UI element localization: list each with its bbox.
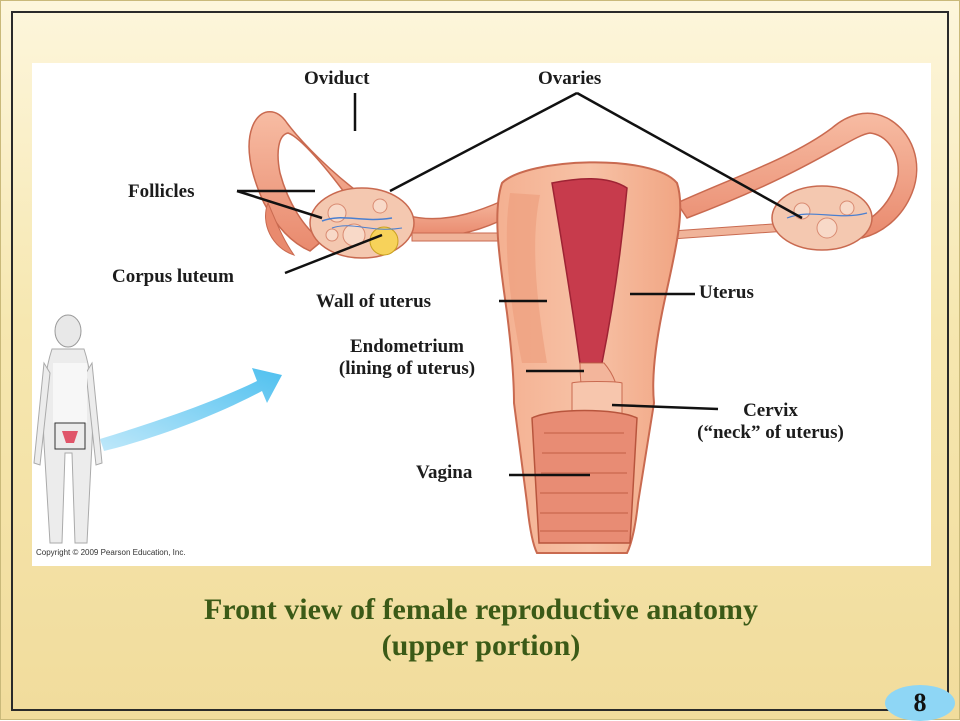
- caption-line2: (upper portion): [381, 629, 581, 662]
- label-endometrium-line2: (lining of uterus): [338, 358, 476, 379]
- right-oviduct: [675, 112, 918, 239]
- label-oviduct: Oviduct: [304, 68, 370, 89]
- slide-frame: [11, 11, 949, 711]
- label-vagina: Vagina: [416, 462, 473, 483]
- caption-line1: Front view of female reproductive anatom…: [203, 593, 759, 626]
- label-endometrium-line1: Endometrium: [350, 336, 464, 357]
- copyright-notice: Copyright © 2009 Pearson Education, Inc.: [36, 548, 186, 557]
- label-cervix-line1: Cervix: [743, 400, 798, 421]
- label-wall-of-uterus: Wall of uterus: [316, 291, 432, 312]
- left-ovary: [309, 187, 415, 259]
- label-cervix-line2: (“neck” of uterus): [697, 422, 844, 443]
- anatomy-figure: Oviduct Ovaries Follicles Corpus luteum …: [32, 63, 931, 566]
- label-corpus-luteum: Corpus luteum: [112, 266, 234, 287]
- anatomy-illustration: [33, 91, 918, 554]
- leader-lines: [236, 91, 803, 477]
- label-endometrium: Endometrium (lining of uterus): [307, 336, 507, 380]
- right-ovary: [771, 185, 873, 251]
- zoom-arrow: [100, 368, 282, 451]
- uterus-body: [496, 161, 682, 554]
- label-uterus: Uterus: [699, 282, 754, 303]
- label-ovaries: Ovaries: [538, 68, 602, 89]
- label-cervix: Cervix (“neck” of uterus): [658, 400, 883, 444]
- human-silhouette: [33, 314, 103, 544]
- label-follicles: Follicles: [128, 181, 195, 202]
- slide-number-badge: 8: [885, 685, 955, 721]
